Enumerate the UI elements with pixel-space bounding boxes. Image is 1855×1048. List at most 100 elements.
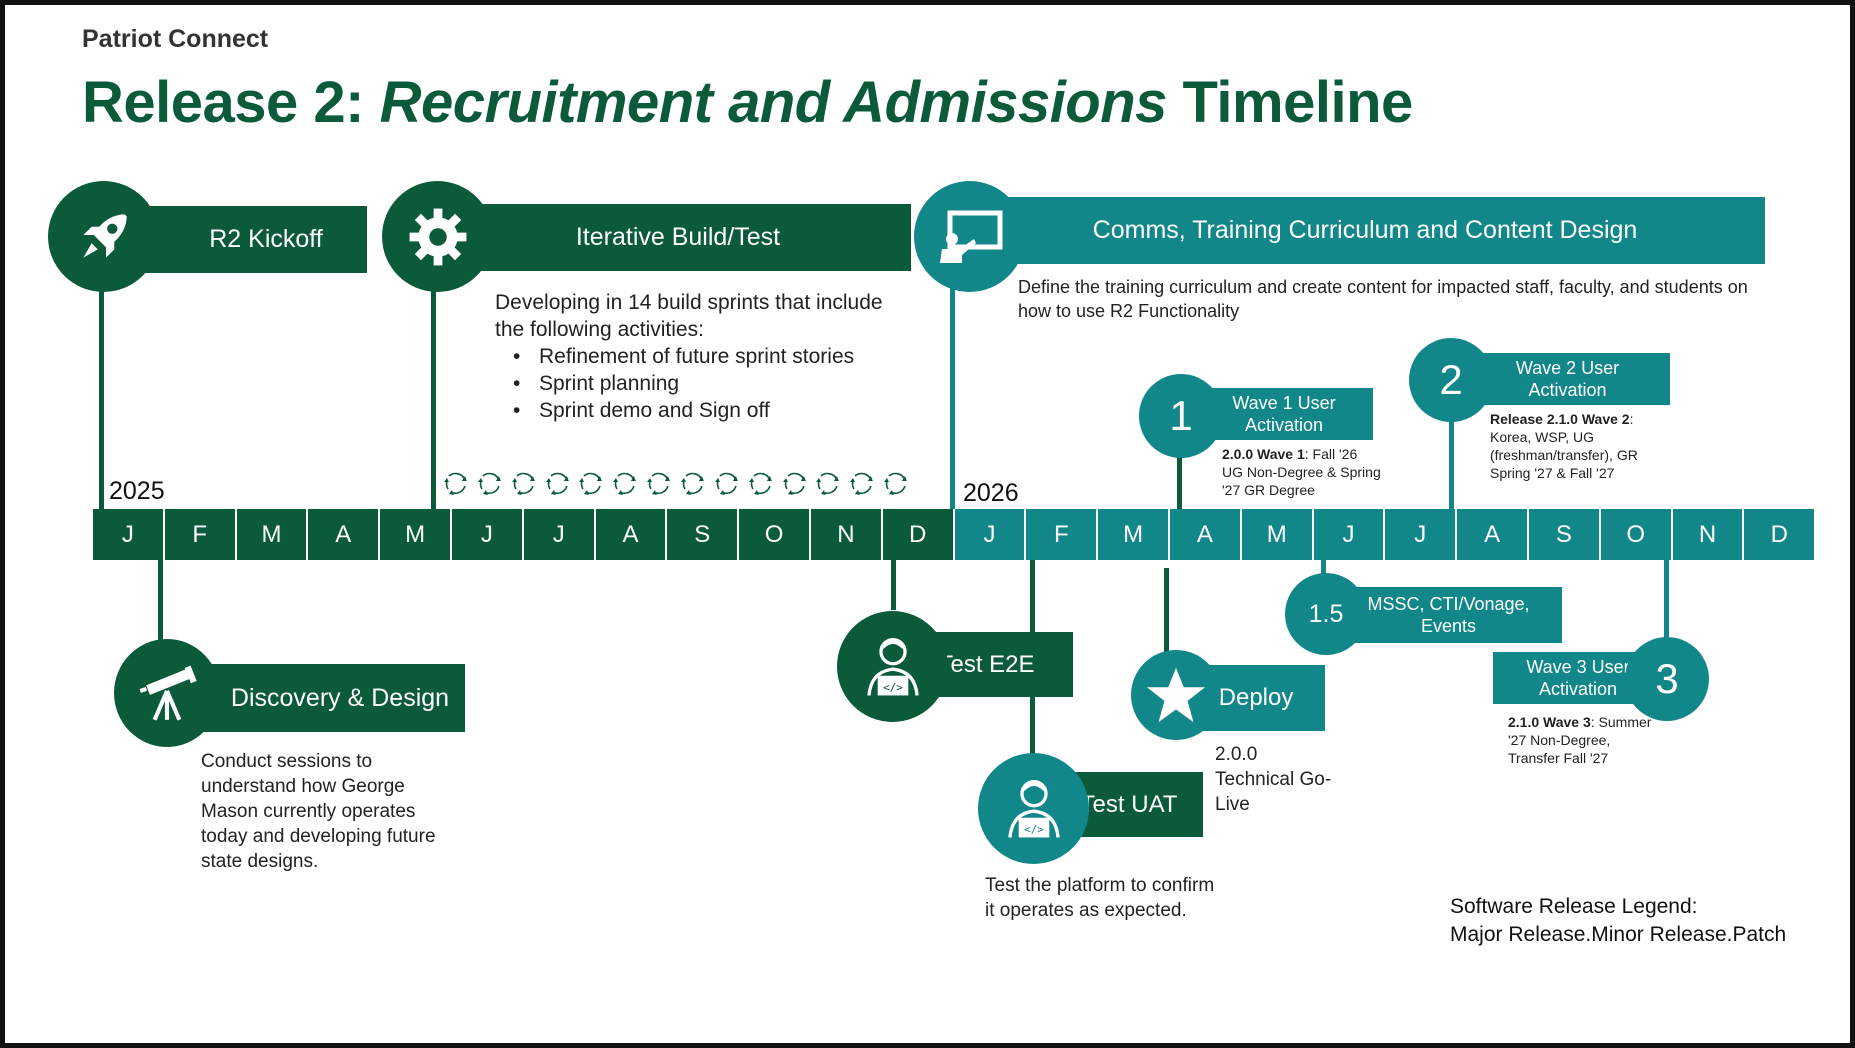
month-cell: D — [1744, 509, 1817, 560]
month-cell: A — [595, 509, 668, 560]
cycle-arrows-icon — [443, 472, 467, 495]
cycle-arrows-icon — [477, 472, 501, 495]
deploy-connector — [1164, 568, 1169, 653]
month-cell: J — [1313, 509, 1386, 560]
cycle-arrows-icon — [511, 472, 535, 495]
month-cell: J — [954, 509, 1027, 560]
deploy-label: Deploy — [1218, 684, 1294, 711]
month-cell: M — [380, 509, 452, 560]
wave2-label: Wave 2 User Activation — [1515, 358, 1620, 400]
wave3-number-badge: 3 — [1625, 637, 1709, 721]
month-cell: A — [1457, 509, 1529, 560]
wave1-description: 2.0.0 Wave 1: Fall '26 UG Non-Degree & S… — [1222, 445, 1382, 499]
wave1-connector — [1177, 445, 1182, 509]
telescope-icon — [114, 639, 220, 747]
kickoff-label: R2 Kickoff — [209, 225, 323, 253]
page-title: Release 2: Recruitment and Admissions Ti… — [82, 69, 1413, 136]
wave1-desc-text: : Fall '26 UG Non-Degree & Spring '27 GR… — [1222, 446, 1381, 498]
developer-icon: </> — [837, 611, 948, 722]
cycle-arrows-icon — [782, 472, 806, 495]
svg-text:</>: </> — [1024, 823, 1044, 836]
build-bullet: Sprint planning — [513, 370, 915, 397]
uat-label: Test UAT — [1080, 790, 1178, 818]
wave3-label: Wave 3 User Activation — [1526, 657, 1630, 699]
wave2-desc-bold: Release 2.1.0 Wave 2 — [1490, 411, 1630, 427]
wave3-desc-bold: 2.1.0 Wave 3 — [1508, 714, 1591, 730]
discovery-label: Discovery & Design — [230, 683, 450, 712]
cycle-arrows-icon — [681, 472, 704, 495]
title-italic: Recruitment and Admissions — [379, 70, 1168, 135]
month-cell: J — [452, 509, 524, 560]
month-cell: S — [667, 509, 740, 560]
month-cell: F — [1026, 509, 1099, 560]
sprint-cycle-row — [441, 468, 911, 498]
comms-connector — [950, 245, 955, 509]
month-cell: N — [811, 509, 883, 560]
release-legend: Software Release Legend: Major Release.M… — [1450, 893, 1830, 949]
wave15-label: MSSC, CTI/Vonage, Events — [1367, 594, 1530, 636]
wave1-label: Wave 1 User Activation — [1232, 393, 1336, 435]
month-cell: M — [1241, 509, 1314, 560]
discovery-connector — [158, 560, 163, 650]
comms-label: Comms, Training Curriculum and Content D… — [1092, 216, 1638, 244]
wave3-desc-text: : Summer '27 Non-Degree, Transfer Fall '… — [1508, 714, 1652, 766]
cycle-arrows-icon — [850, 472, 874, 495]
comms-description: Define the training curriculum and creat… — [1018, 277, 1748, 321]
title-suffix: Timeline — [1166, 70, 1414, 135]
cycle-arrows-icon — [816, 472, 840, 495]
month-cell: A — [1170, 509, 1242, 560]
presentation-icon — [914, 181, 1025, 292]
gear-icon — [382, 181, 493, 292]
month-cell: J — [1385, 509, 1458, 560]
wave15-number-badge: 1.5 — [1285, 573, 1367, 655]
deploy-version: 2.0.0 — [1215, 744, 1258, 765]
month-cell: O — [739, 509, 811, 560]
build-connector — [431, 245, 436, 509]
month-cell: F — [164, 509, 237, 560]
cycle-arrows-icon — [884, 472, 908, 495]
wave1-number-badge: 1 — [1139, 374, 1223, 458]
month-cell: S — [1529, 509, 1601, 560]
build-label: Iterative Build/Test — [575, 223, 781, 251]
build-bullet: Sprint demo and Sign off — [513, 397, 915, 424]
wave3-description: 2.1.0 Wave 3: Summer '27 Non-Degree, Tra… — [1508, 713, 1658, 767]
comms-bar: Comms, Training Curriculum and Content D… — [965, 197, 1765, 264]
month-cell: J — [93, 509, 165, 560]
cycle-arrows-icon — [748, 472, 772, 495]
cycle-arrows-icon — [714, 472, 738, 495]
wave3-connector — [1664, 560, 1669, 640]
svg-text:</>: </> — [883, 681, 903, 694]
month-cell: M — [236, 509, 309, 560]
wave2-connector — [1449, 400, 1454, 509]
month-cell: N — [1672, 509, 1745, 560]
star-icon — [1131, 650, 1221, 740]
legend-title: Software Release Legend: — [1450, 895, 1698, 918]
deploy-desc-text: Technical Go-Live — [1215, 769, 1332, 815]
cycle-arrows-icon — [579, 472, 603, 495]
wave2-desc-text: : Korea, WSP, UG (freshman/transfer), GR… — [1490, 411, 1638, 481]
kickoff-connector — [99, 245, 104, 509]
e2e-connector — [891, 560, 896, 610]
year-2026: 2026 — [963, 479, 1019, 507]
cycle-arrows-icon — [613, 472, 637, 495]
build-bullets: Refinement of future sprint stories Spri… — [495, 343, 915, 424]
wave2-description: Release 2.1.0 Wave 2: Korea, WSP, UG (fr… — [1490, 410, 1670, 482]
rocket-icon — [48, 181, 159, 292]
e2e-label: Test E2E — [938, 650, 1035, 678]
legend-text: Major Release.Minor Release.Patch — [1450, 923, 1787, 946]
year-2025: 2025 — [109, 477, 165, 505]
month-cell: M — [1098, 509, 1170, 560]
build-bar: Iterative Build/Test — [445, 204, 911, 271]
org-name: Patriot Connect — [82, 25, 269, 53]
build-description: Developing in 14 build sprints that incl… — [495, 289, 915, 424]
month-cell: A — [308, 509, 381, 560]
month-cell: O — [1600, 509, 1673, 560]
cycle-arrows-icon — [647, 472, 671, 495]
uat-description: Test the platform to confirm it operates… — [985, 875, 1215, 921]
developer-icon: </> — [978, 753, 1089, 864]
month-cell: J — [523, 509, 596, 560]
wave2-number-badge: 2 — [1409, 338, 1493, 422]
build-desc-text: Developing in 14 build sprints that incl… — [495, 291, 883, 341]
title-prefix: Release 2: — [82, 70, 380, 135]
